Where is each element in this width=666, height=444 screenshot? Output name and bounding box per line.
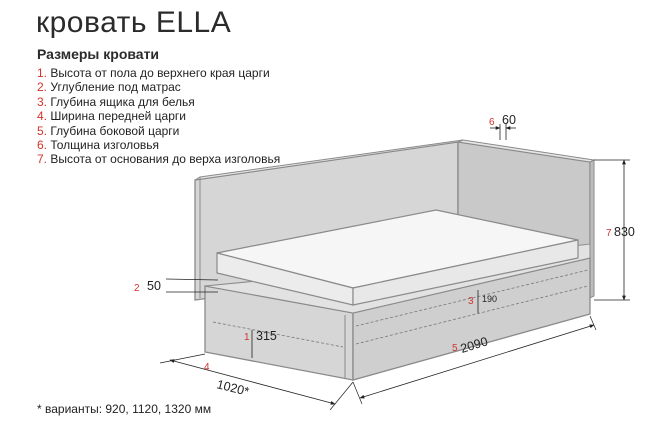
dimension-4-value: 1020*	[215, 377, 250, 399]
dimension-1-number: 1	[244, 332, 250, 343]
spec-text: Высота от основания до верха изголовья	[50, 152, 281, 167]
spec-item: 3. Глубина ящика для белья	[37, 95, 280, 109]
spec-item: 5. Глубина боковой царги	[37, 124, 280, 138]
page-title: кровать ELLA	[36, 6, 232, 39]
spec-list: 1. Высота от пола до верхнего края царги…	[37, 66, 280, 167]
spec-text: Глубина ящика для белья	[50, 94, 195, 109]
dimension-7: 7 830	[594, 159, 635, 301]
footnote: * варианты: 920, 1120, 1320 мм	[37, 402, 212, 416]
spec-item: 7. Высота от основания до верха изголовь…	[37, 152, 280, 166]
dimension-3: 3 190	[468, 290, 497, 313]
dimension-2: 2 50	[134, 278, 219, 294]
spec-text: Углубление под матрас	[50, 80, 181, 95]
dimension-2-number: 2	[134, 283, 140, 294]
spec-text: Толщина изголовья	[50, 138, 160, 153]
dimension-6-value: 60	[502, 113, 516, 127]
dimension-3-value: 190	[482, 294, 497, 304]
spec-item: 1. Высота от пола до верхнего края царги	[37, 66, 280, 80]
dimension-7-number: 7	[606, 228, 612, 239]
dimension-2-value: 50	[147, 279, 161, 293]
spec-item: 6. Толщина изголовья	[37, 138, 280, 152]
dimension-3-number: 3	[468, 296, 474, 307]
spec-number: 1.	[37, 66, 48, 80]
spec-item: 2. Углубление под матрас	[37, 80, 280, 94]
spec-text: Высота от пола до верхнего края царги	[50, 66, 270, 80]
dimension-7-value: 830	[614, 225, 635, 239]
dimension-6: 6 60	[489, 113, 516, 140]
spec-text: Глубина боковой царги	[50, 123, 180, 138]
dimension-1: 1 315	[244, 329, 277, 358]
section-subtitle: Размеры кровати	[37, 46, 160, 62]
mattress	[216, 209, 579, 306]
spec-number: 5.	[37, 123, 48, 138]
dimension-1-value: 315	[256, 329, 277, 343]
spec-text: Ширина передней царги	[50, 109, 186, 124]
dimension-5-number: 5	[452, 343, 458, 354]
spec-number: 6.	[37, 138, 48, 153]
spec-item: 4. Ширина передней царги	[37, 109, 280, 123]
dimension-4-number: 4	[204, 362, 210, 373]
spec-number: 2.	[37, 80, 48, 95]
spec-number: 4.	[37, 109, 48, 124]
spec-number: 3.	[37, 94, 48, 109]
dimension-6-number: 6	[489, 117, 495, 128]
spec-number: 7.	[37, 152, 48, 167]
